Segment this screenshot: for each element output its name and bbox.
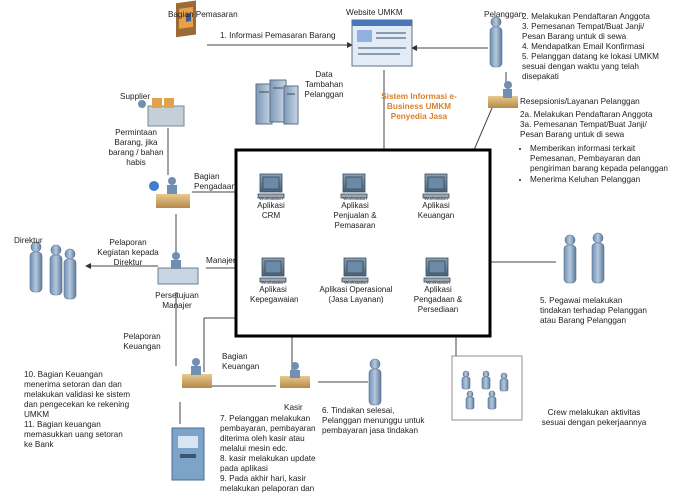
app-name: Aplikasi Keuangan [417,201,455,220]
server-rack-icon [255,79,299,125]
ws-2 [340,173,368,199]
label-persetujuan: Persetujuan Manajer [155,291,199,310]
crew-group [461,370,509,410]
resepsionis-bullet-1: Memberikan informasi terkait Pemesanan, … [530,144,670,174]
person-pegawai-1 [563,234,577,284]
person-direktur-1 [29,241,43,293]
ws-6 [423,257,451,283]
label-direktur: Direktur [14,236,43,245]
ws-4 [259,257,287,283]
label-data-tambahan: Data Tambahan Pelanggan [304,70,344,99]
desk-resepsionis [488,81,518,108]
note-pegawai-tindakan: 5. Pegawai melakukan tindakan terhadap P… [540,296,647,325]
label-bagian-keuangan: Bagian Keuangan [222,352,260,371]
workstation-label: Workstation [344,280,368,285]
note-keuangan-steps: 10. Bagian Keuangan menerima setoran dan… [24,370,131,449]
app-operasional: Workstation Aplikasi Operasional (Jasa L… [312,280,400,305]
line-resepsionis-core [473,107,493,151]
workstations [257,173,451,283]
desk-manajer [157,252,199,285]
app-penjualan: Workstation Aplikasi Penjualan & Pemasar… [327,196,383,231]
app-name: Aplikasi Pengadaan & Persediaan [413,285,463,314]
resepsionis-bullets: Memberikan informasi terkait Pemesanan, … [520,144,670,186]
core-title: Sistem Informasi e-Business UMKM Penyedi… [381,92,457,121]
atm-icon [171,427,205,481]
ws-3 [422,173,450,199]
label-pelanggan: Pelanggan [484,10,524,19]
ws-5 [341,257,369,283]
note-pelanggan-steps: 2. Melakukan Pendaftaran Anggota 3. Peme… [522,12,659,81]
desk-keuangan [182,358,212,388]
app-crm: Workstation Aplikasi CRM [251,196,291,221]
note-resepsionis-steps: 2a. Melakukan Pendaftaran Anggota 3a. Pe… [520,110,653,139]
app-pengadaan: Workstation Aplikasi Pengadaan & Persedi… [408,280,468,315]
note-crew: Crew melakukan aktivitas sesuai dengan p… [541,408,647,427]
desk-pengadaan [149,177,190,208]
label-website: Website UMKM [346,8,403,17]
label-kasir: Kasir [284,403,303,412]
desk-supplier [138,98,185,127]
workstation-label: Workstation [261,280,285,285]
person-pelanggan [489,16,503,68]
label-manajer: Manajer [206,256,236,265]
app-keuangan: Workstation Aplikasi Keuangan [416,196,456,221]
person-pelanggan-waiting [368,358,382,406]
app-kepegawaian: Workstation Aplikasi Kepegawaian [250,280,299,305]
ws-1 [257,173,285,199]
label-bagian-pengadaan: Bagian Pengadaan [194,172,236,191]
note-tindakan-selesai: 6. Tindakan selesai, Pelanggan menunggu … [322,406,425,435]
note-informasi-pemasaran: 1. Informasi Pemasaran Barang [220,31,336,40]
app-name: Aplikasi CRM [257,201,285,220]
label-supplier: Supplier [120,92,151,101]
crew-box [451,355,523,421]
label-resepsionis: Resepsionis/Layanan Pelanggan [520,97,640,106]
resepsionis-bullet-2: Menerima Keluhan Pelanggan [530,175,670,185]
people [29,16,605,421]
workstation-label: Workstation [424,196,448,201]
app-name: Aplikasi Operasional (Jasa Layanan) [319,285,393,304]
label-bagian-pemasaran: Bagian Pemasaran [168,10,238,19]
marketing-board-icon [176,0,196,38]
person-pegawai-2 [591,232,605,284]
note-pelaporan-direktur: Pelaporan Kegiatan kepada Direktur [97,238,159,267]
note-permintaan-barang: Permintaan Barang, jika barang / bahan h… [108,128,164,167]
website-window-icon [351,19,413,67]
app-name: Aplikasi Penjualan & Pemasaran [333,201,377,230]
desks [138,81,518,481]
person-direktur-3 [63,248,77,300]
person-direktur-2 [49,244,63,296]
workstation-label: Workstation [426,280,450,285]
desk-kasir [280,362,310,388]
note-pelaporan-keuangan: Pelaporan Keuangan [123,332,161,351]
workstation-label: Workstation [343,196,367,201]
app-name: Aplikasi Kepegawaian [250,285,299,304]
note-kasir-steps: 7. Pelanggan melakukan pembayaran, pemba… [220,414,316,493]
workstation-label: Workstation [259,196,283,201]
